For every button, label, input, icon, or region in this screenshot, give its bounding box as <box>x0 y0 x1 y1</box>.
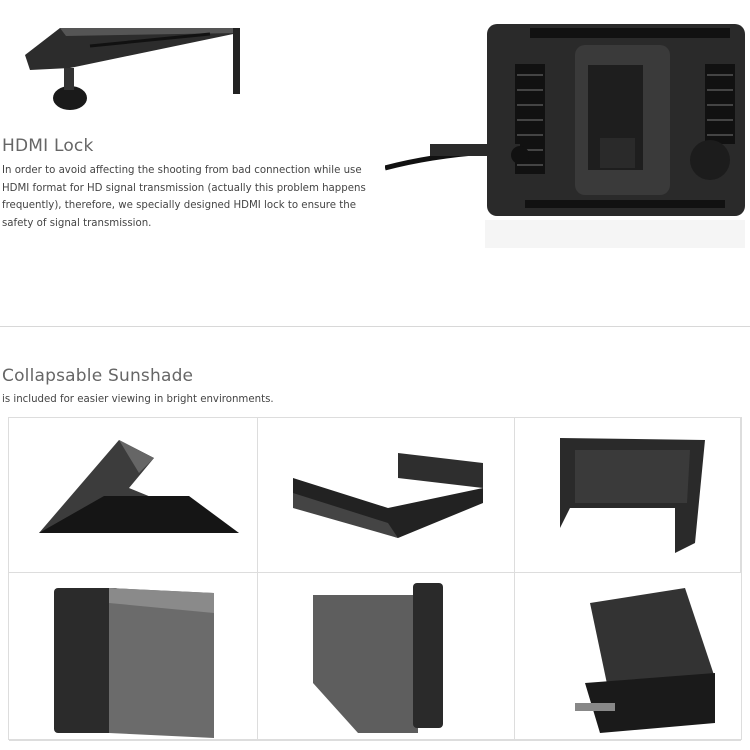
hdmi-lock-title: HDMI Lock <box>2 136 94 156</box>
sunshade-title: Collapsable Sunshade <box>2 366 194 386</box>
monitor-back-image <box>385 20 750 250</box>
gallery-image-monitor-with-sunshade-front <box>515 573 741 741</box>
section-divider <box>0 326 750 327</box>
gallery-image-sunshade-folded <box>9 418 258 573</box>
gallery-image-sunshade-open <box>515 418 741 573</box>
gallery-image-sunshade-frame <box>258 418 515 573</box>
gallery-image-monitor-with-sunshade-rear <box>9 573 258 741</box>
gallery-image-sunshade-side <box>258 573 515 741</box>
hdmi-lock-description: In order to avoid affecting the shooting… <box>2 165 366 229</box>
sunshade-subtitle: is included for easier viewing in bright… <box>2 394 274 405</box>
sunshade-gallery <box>8 417 742 741</box>
hdmi-lock-bracket-image <box>0 0 260 110</box>
